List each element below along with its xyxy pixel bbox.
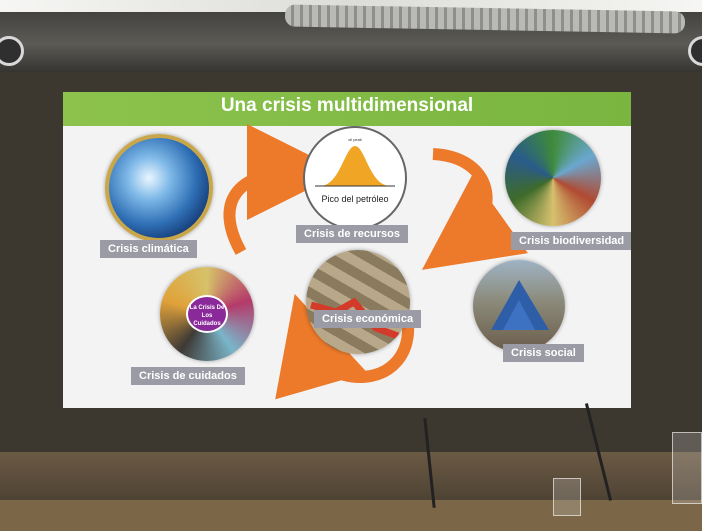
ceiling-lamp-left xyxy=(0,36,24,66)
water-jug xyxy=(672,432,702,504)
label-care: Crisis de cuidados xyxy=(131,367,245,385)
tent-shape xyxy=(491,280,549,330)
slide: Una crisis multidimensional Crisis climá… xyxy=(63,92,631,408)
label-biodiversity: Crisis biodiversidad xyxy=(511,232,631,250)
care-collage-icon: La Crisis De Los Cuidados xyxy=(160,267,254,361)
conference-table xyxy=(0,500,702,531)
tent-people-icon xyxy=(473,260,565,352)
money-arrow-down-icon xyxy=(306,250,410,354)
peak-label: Pico del petróleo xyxy=(321,194,389,204)
peak-small-text: oil peak xyxy=(348,137,362,142)
peak-curve xyxy=(315,146,395,187)
label-economic: Crisis económica xyxy=(314,310,422,328)
arrow-climate-to-resources xyxy=(223,124,343,255)
arrow-economic-loop xyxy=(275,293,415,400)
arrow-resources-to-biodiversity xyxy=(421,148,528,270)
cycle-arrows xyxy=(223,124,528,400)
slide-title: Una crisis multidimensional xyxy=(220,95,474,116)
title-bar: Una crisis multidimensional xyxy=(63,92,631,126)
oil-peak-curve-icon: oil peak Pico del petróleo xyxy=(303,126,407,230)
biodiversity-collage-icon xyxy=(505,130,601,226)
earth-globe-icon xyxy=(105,134,213,242)
label-social: Crisis social xyxy=(503,344,584,362)
label-resources: Crisis de recursos xyxy=(296,225,408,243)
label-climate: Crisis climática xyxy=(100,240,197,258)
water-glass xyxy=(553,478,581,516)
falling-arrow xyxy=(310,297,400,340)
care-badge: La Crisis De Los Cuidados xyxy=(186,295,228,333)
